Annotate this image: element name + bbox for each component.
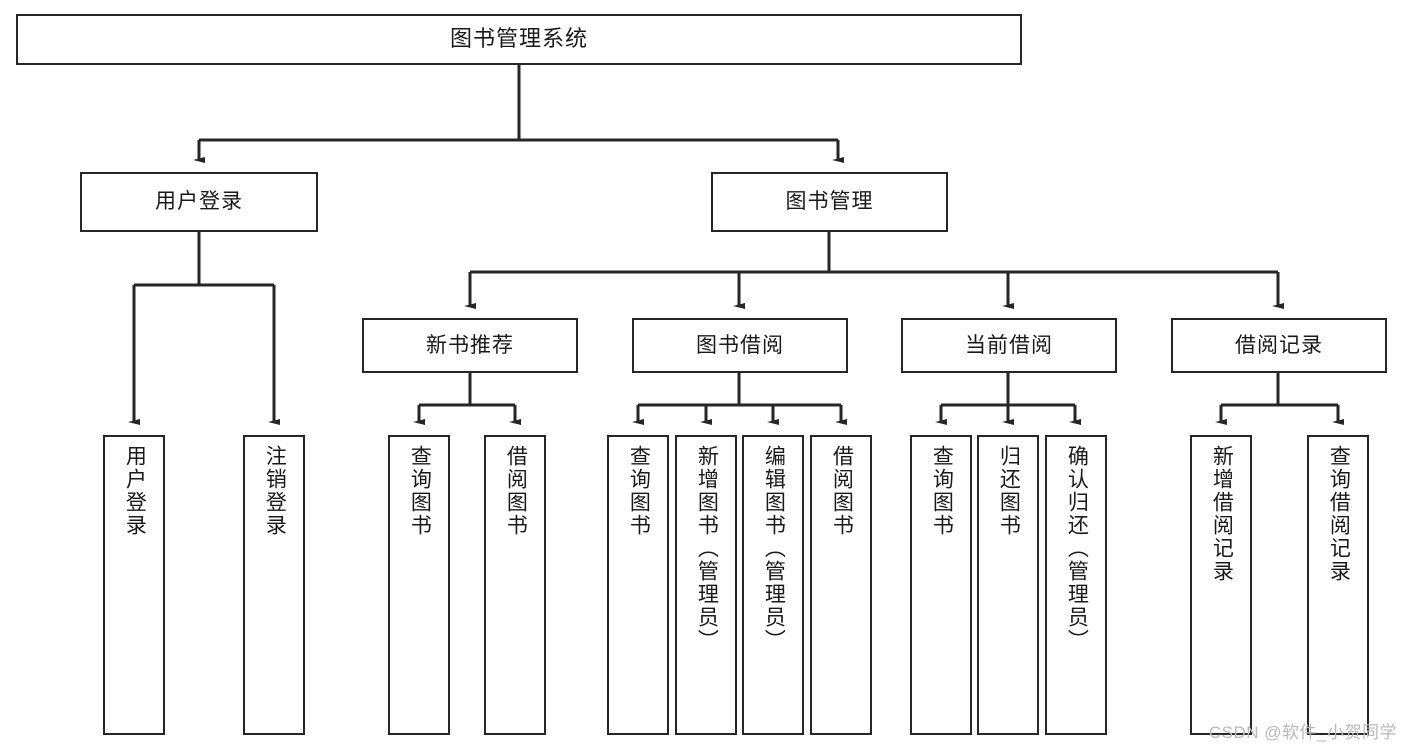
- node-borrow-record[interactable]: 借阅记录: [1171, 318, 1387, 373]
- node-label: 注销登录: [263, 445, 287, 537]
- node-label: 图书借阅: [696, 333, 784, 357]
- node-leaf-query-book-3[interactable]: 查询图书: [910, 435, 972, 735]
- node-label: 新增图书（管理员）: [695, 445, 719, 652]
- node-leaf-borrow-book-1[interactable]: 借阅图书: [484, 435, 546, 735]
- node-label: 借阅图书: [504, 445, 528, 537]
- node-label: 查询图书: [408, 445, 432, 537]
- node-label: 确认归还（管理员）: [1065, 445, 1089, 652]
- node-leaf-query-book-1[interactable]: 查询图书: [388, 435, 450, 735]
- node-leaf-edit-book[interactable]: 编辑图书（管理员）: [742, 435, 804, 735]
- node-leaf-borrow-book-2[interactable]: 借阅图书: [810, 435, 872, 735]
- node-label: 用户登录: [155, 190, 243, 214]
- node-leaf-logout-login[interactable]: 注销登录: [243, 435, 305, 735]
- node-label: 新增借阅记录: [1210, 445, 1234, 583]
- node-leaf-return-book[interactable]: 归还图书: [977, 435, 1039, 735]
- node-label: 查询图书: [627, 445, 651, 537]
- node-label: 借阅图书: [830, 445, 854, 537]
- node-current-borrow[interactable]: 当前借阅: [901, 318, 1117, 373]
- node-leaf-add-record[interactable]: 新增借阅记录: [1190, 435, 1252, 735]
- node-leaf-query-book-2[interactable]: 查询图书: [607, 435, 669, 735]
- node-user-login[interactable]: 用户登录: [80, 172, 318, 232]
- node-leaf-user-login[interactable]: 用户登录: [103, 435, 165, 735]
- node-label: 图书管理系统: [449, 26, 588, 52]
- node-leaf-add-book[interactable]: 新增图书（管理员）: [675, 435, 737, 735]
- node-leaf-confirm-return[interactable]: 确认归还（管理员）: [1045, 435, 1107, 735]
- node-label: 图书管理: [785, 190, 874, 214]
- node-book-management[interactable]: 图书管理: [711, 172, 948, 232]
- node-label: 编辑图书（管理员）: [762, 445, 786, 652]
- node-label: 用户登录: [123, 445, 147, 537]
- node-book-borrow[interactable]: 图书借阅: [632, 318, 848, 373]
- node-label: 借阅记录: [1235, 333, 1323, 357]
- node-label: 归还图书: [997, 445, 1021, 537]
- node-new-book-recommend[interactable]: 新书推荐: [362, 318, 578, 373]
- node-leaf-query-record[interactable]: 查询借阅记录: [1307, 435, 1369, 735]
- node-label: 当前借阅: [965, 333, 1053, 357]
- node-label: 查询图书: [930, 445, 954, 537]
- node-label: 查询借阅记录: [1327, 445, 1351, 583]
- node-label: 新书推荐: [426, 333, 514, 357]
- node-root-book-management-system[interactable]: 图书管理系统: [16, 14, 1022, 65]
